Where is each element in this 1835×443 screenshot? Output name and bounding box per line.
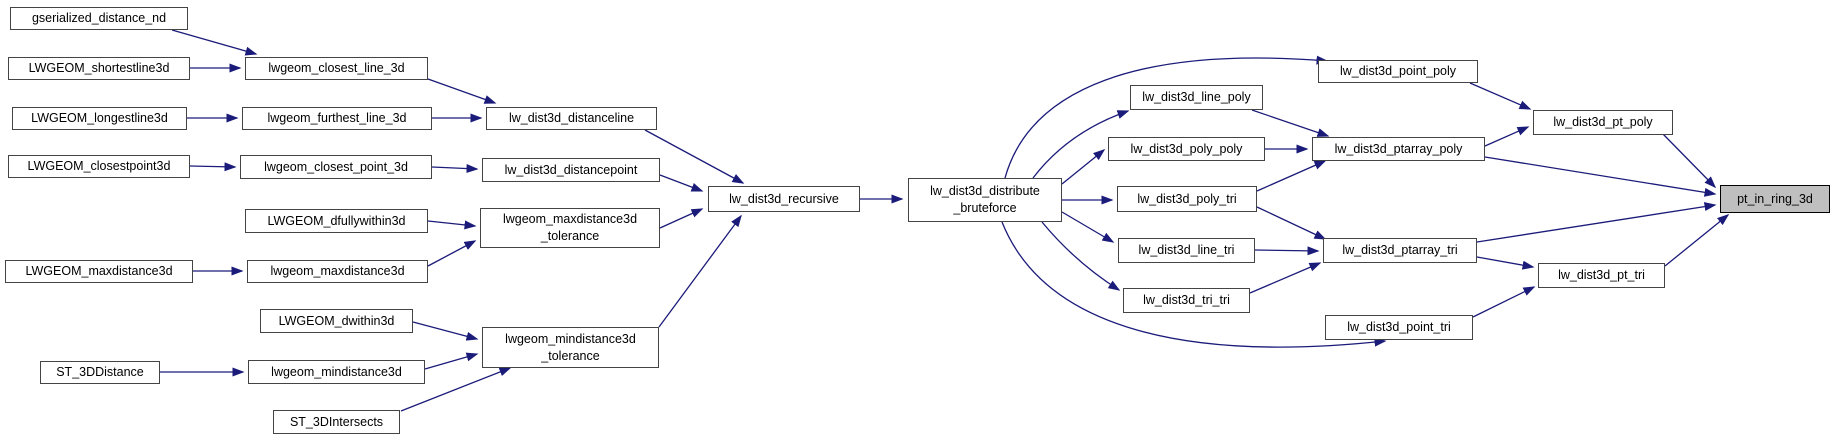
node-ST-3DIntersects[interactable]: ST_3DIntersects (273, 410, 400, 434)
node-lw-dist3d-distancepoint[interactable]: lw_dist3d_distancepoint (482, 158, 660, 182)
edge-lw-dist3d-point-poly--lw-dist3d-pt-poly (1469, 82, 1532, 110)
edge-lw-dist3d-poly-tri--lw-dist3d-ptarray-tri (1256, 206, 1327, 240)
node-lw-dist3d-ptarray-tri[interactable]: lw_dist3d_ptarray_tri (1323, 238, 1477, 263)
node-lw-dist3d-ptarray-poly[interactable]: lw_dist3d_ptarray_poly (1312, 137, 1485, 161)
node-lw-dist3d-point-poly[interactable]: lw_dist3d_point_poly (1318, 60, 1478, 83)
node-lwgeom-maxdistance3d-tolerance[interactable]: lwgeom_maxdistance3d _tolerance (480, 208, 660, 248)
node-lw-dist3d-distanceline[interactable]: lw_dist3d_distanceline (486, 107, 657, 130)
node-pt-in-ring-3d: pt_in_ring_3d (1720, 185, 1830, 213)
edge-lw-dist3d-distanceline--lw-dist3d-recursive (644, 129, 745, 184)
node-lw-dist3d-pt-poly[interactable]: lw_dist3d_pt_poly (1533, 110, 1673, 135)
node-LWGEOM-shortestline3d[interactable]: LWGEOM_shortestline3d (8, 57, 190, 80)
edge-lw-dist3d-poly-tri--lw-dist3d-ptarray-poly (1256, 160, 1327, 192)
node-gserialized-distance-nd[interactable]: gserialized_distance_nd (10, 7, 188, 30)
node-lw-dist3d-recursive[interactable]: lw_dist3d_recursive (708, 186, 860, 212)
edge-lw-dist3d-point-tri--lw-dist3d-pt-tri (1472, 286, 1536, 318)
node-lwgeom-closest-line-3d[interactable]: lwgeom_closest_line_3d (245, 57, 428, 80)
node-lw-dist3d-point-tri[interactable]: lw_dist3d_point_tri (1325, 315, 1473, 340)
node-lw-dist3d-pt-tri[interactable]: lw_dist3d_pt_tri (1538, 263, 1665, 288)
node-lw-dist3d-tri-tri[interactable]: lw_dist3d_tri_tri (1123, 288, 1250, 313)
edge-lw-dist3d-distribute-bruteforce--lw-dist3d-point-poly (1004, 55, 1329, 179)
node-lw-dist3d-distribute-bruteforce[interactable]: lw_dist3d_distribute _bruteforce (908, 178, 1062, 222)
node-lw-dist3d-line-poly[interactable]: lw_dist3d_line_poly (1130, 85, 1263, 110)
edge-lw-dist3d-distribute-bruteforce--lw-dist3d-line-tri (1061, 211, 1115, 243)
node-lwgeom-maxdistance3d[interactable]: lwgeom_maxdistance3d (247, 260, 428, 283)
edge-lwgeom-maxdistance3d-tolerance--lw-dist3d-recursive (659, 208, 704, 229)
node-lwgeom-mindistance3d[interactable]: lwgeom_mindistance3d (248, 360, 425, 384)
node-LWGEOM-longestline3d[interactable]: LWGEOM_longestline3d (12, 107, 187, 130)
edge-LWGEOM-dfullywithin3d--lwgeom-maxdistance3d-tolerance (427, 220, 477, 230)
edge-lw-dist3d-tri-tri--lw-dist3d-ptarray-tri (1249, 262, 1322, 294)
edge-lw-dist3d-ptarray-poly--pt-in-ring-3d (1484, 156, 1717, 197)
node-lw-dist3d-poly-poly[interactable]: lw_dist3d_poly_poly (1108, 137, 1265, 161)
edge-lw-dist3d-line-poly--lw-dist3d-ptarray-poly (1251, 109, 1330, 137)
edge-gserialized-distance-nd--lwgeom-closest-line-3d (171, 29, 258, 56)
node-lwgeom-closest-point-3d[interactable]: lwgeom_closest_point_3d (240, 155, 432, 179)
edge-lw-dist3d-pt-poly--pt-in-ring-3d (1661, 132, 1717, 189)
edge-ST-3DIntersects--lwgeom-mindistance3d-tolerance (400, 367, 512, 412)
node-ST-3DDistance[interactable]: ST_3DDistance (40, 361, 160, 384)
edge-lw-dist3d-distribute-bruteforce--lw-dist3d-line-poly (1032, 110, 1130, 179)
edge-lw-dist3d-ptarray-poly--lw-dist3d-pt-poly (1484, 126, 1530, 147)
edge-lwgeom-closest-line-3d--lw-dist3d-distanceline (427, 78, 497, 104)
node-lwgeom-mindistance3d-tolerance[interactable]: lwgeom_mindistance3d _tolerance (482, 327, 659, 368)
node-lw-dist3d-line-tri[interactable]: lw_dist3d_line_tri (1118, 238, 1255, 263)
edge-lw-dist3d-distribute-bruteforce--lw-dist3d-poly-poly (1061, 149, 1106, 185)
edge-lw-dist3d-distribute-bruteforce--lw-dist3d-point-tri (1001, 221, 1387, 348)
node-LWGEOM-dfullywithin3d[interactable]: LWGEOM_dfullywithin3d (245, 209, 428, 233)
edge-lwgeom-maxdistance3d--lwgeom-maxdistance3d-tolerance (427, 240, 477, 267)
node-lwgeom-furthest-line-3d[interactable]: lwgeom_furthest_line_3d (242, 107, 432, 130)
edge-lw-dist3d-line-tri--lw-dist3d-ptarray-tri (1254, 246, 1320, 256)
edge-LWGEOM-closestpoint3d--lwgeom-closest-point-3d (189, 162, 237, 172)
edge-lw-dist3d-ptarray-tri--pt-in-ring-3d (1476, 202, 1717, 243)
edge-lw-dist3d-distribute-bruteforce--lw-dist3d-tri-tri (1041, 221, 1121, 291)
edge-group (160, 29, 1730, 412)
edge-lw-dist3d-ptarray-tri--lw-dist3d-pt-tri (1476, 256, 1535, 270)
node-LWGEOM-dwithin3d[interactable]: LWGEOM_dwithin3d (260, 309, 413, 333)
edge-lwgeom-mindistance3d-tolerance--lw-dist3d-recursive (658, 214, 742, 328)
node-LWGEOM-maxdistance3d[interactable]: LWGEOM_maxdistance3d (5, 260, 193, 283)
node-LWGEOM-closestpoint3d[interactable]: LWGEOM_closestpoint3d (8, 155, 190, 178)
edge-lwgeom-closest-point-3d--lw-dist3d-distancepoint (431, 164, 479, 174)
edge-lwgeom-mindistance3d--lwgeom-mindistance3d-tolerance (424, 352, 479, 370)
edge-lw-dist3d-pt-tri--pt-in-ring-3d (1664, 214, 1730, 267)
edge-lw-dist3d-distancepoint--lw-dist3d-recursive (659, 174, 704, 192)
edge-LWGEOM-dwithin3d--lwgeom-mindistance3d-tolerance (412, 321, 479, 341)
node-lw-dist3d-poly-tri[interactable]: lw_dist3d_poly_tri (1117, 186, 1257, 212)
